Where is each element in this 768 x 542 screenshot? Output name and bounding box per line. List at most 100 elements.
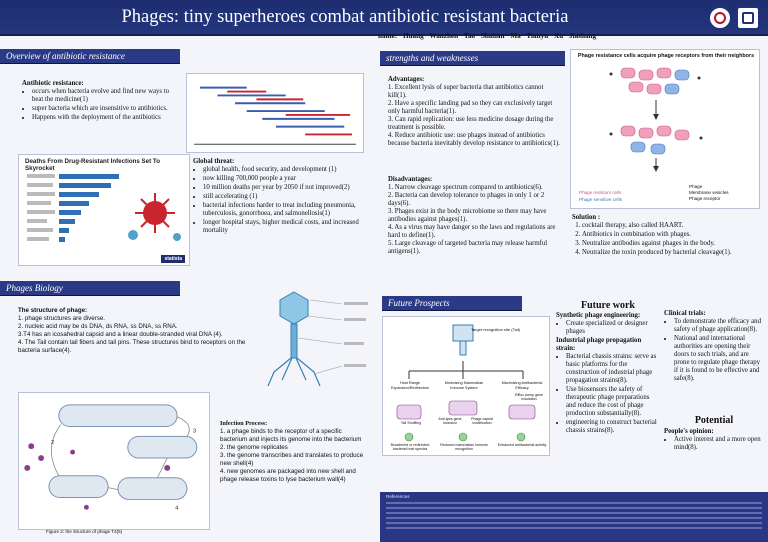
svg-text:2: 2 [51,440,54,446]
future-work-sub: Synthetic phage engineering: [556,312,641,319]
antibiotic-timeline-figure [186,73,364,153]
list-item: cocktail therapy, also called HAART. [582,222,762,230]
future-work-sub: Industrial phage propagation strain: [556,337,642,352]
crest-logo-icon [736,6,760,30]
poster-title: Phages: tiny superheroes combat antibiot… [121,7,569,27]
infographic-title: Deaths From Drug-Resistant Infections Se… [25,158,160,172]
resistance-heading: Antibiotic resistance: [22,80,84,87]
list-item: Neutralize antibodies against phages in … [582,240,762,248]
solution-block: Solution : cocktail therapy, also called… [572,214,762,258]
list-item: Bacterial chassis strains: serve as basi… [566,353,660,385]
disadvantages-heading: Disadvantages: [388,176,433,183]
structure-line: 3.T4 has an icosahedral capsid and a lin… [18,331,223,338]
solution-heading: Solution : [572,214,601,221]
future-work-heading: Future work [581,300,635,311]
resistance-figure-title: Phage resistance cells acquire phage rec… [577,53,755,59]
svg-text:3: 3 [193,428,197,434]
advantage-line: 3. Can rapid replication: use less medic… [388,116,554,131]
resistance-figure: Phage resistance cells acquire phage rec… [570,49,760,209]
future-fig-label: Enhanced antibacterial activity [497,443,547,447]
future-fig-top: Target recognition site (Tail) [471,327,520,332]
list-item: National and international authorities a… [674,335,764,383]
list-item: bacterial infections harder to treat inc… [203,202,363,218]
advantages-heading: Advantages: [388,76,425,83]
disadvantage-line: 5. Large cleavage of targeted bacteria m… [388,240,548,255]
list-item: Create specialized or designer phages [566,320,660,336]
reference-line [386,522,762,524]
list-item: global health, food security, and develo… [203,166,363,174]
list-item: Active interest and a more open mind(8). [674,436,764,452]
resistance-block: Antibiotic resistance: occurs when bacte… [22,80,172,123]
clinical-block: Clinical trials: To demonstrate the effi… [664,310,764,384]
clinical-heading: Clinical trials: [664,310,706,317]
future-fig-label: Reduced mammalian immune recognition [440,443,488,452]
infection-line: 4. new genomes are packaged into new she… [220,468,356,483]
advantages-block: Advantages: 1. Excellent lysis of super … [388,76,560,148]
potential-sub: People's opinion: [664,428,714,435]
disadvantage-line: 2. Bacteria can develop tolerance to pha… [388,192,545,207]
infection-line: 1. a phage binds to the receptor of a sp… [220,428,362,443]
statista-logo: statista [161,255,185,263]
reference-line [386,507,762,509]
engineering-figure: Target recognition site (Tail) Host Rang… [382,316,550,456]
title-band: Phages: tiny superheroes combat antibiot… [0,0,768,36]
structure-heading: The structure of phage: [18,307,88,314]
list-item: still accelerating (1) [203,193,363,201]
legend-item: Phage sensitive cells [579,197,622,202]
future-fig-col: Minimizing Mammalian Immune System [444,381,484,390]
disadvantage-line: 1. Narrow cleavage spectrum compared to … [388,184,543,191]
university-logo-icon [708,6,732,30]
advantage-line: 1. Excellent lysis of super bacteria tha… [388,84,544,99]
infection-line: 2. the genome replicates [220,444,288,451]
threat-block: Global threat: global health, food secur… [193,158,363,236]
references-footer: References [380,492,768,542]
section-biology: Phages Biology [0,281,180,296]
reference-line [386,527,762,529]
engineering-diagram [396,324,536,442]
future-fig-label: Phage capsid modification [471,417,493,426]
list-item: Neutralize the toxin produced by bacteri… [582,249,762,257]
list-item: engineering to construct bacterial chass… [566,419,660,435]
advantage-line: 4. Reduce antibiotic use: use phages ins… [388,132,560,147]
future-fig-col: Maximizing Antibacterial Efficacy [501,381,543,390]
bacteria-illustration [128,193,181,241]
future-fig-label: Efflux pump gene insulation [515,393,543,402]
section-overview: Overview of antibiotic resistance [0,49,180,64]
list-item: Use biosensors the safety of therapeutic… [566,386,660,418]
structure-block: The structure of phage: 1. phage structu… [18,307,258,355]
infographic-bar-chart [27,174,119,242]
disadvantages-block: Disadvantages: 1. Narrow cleavage spectr… [388,176,560,256]
infection-line: 3. the genome transcribes and translates… [220,452,364,467]
cell-diagram [609,67,703,172]
structure-line: 2. nucleic acid may be ds DNA, ds RNA, s… [18,323,178,330]
list-item: super bacteria which are insensitive to … [32,105,172,113]
list-item: Happens with the deployment of the antib… [32,114,172,122]
disadvantage-line: 3. Phages exist in the body microbiome s… [388,208,547,223]
phage-structure-diagram [267,291,368,387]
list-item: 10 million deaths per year by 2050 if no… [203,184,363,192]
infection-block: Infection Process: 1. a phage binds to t… [220,420,370,484]
future-fig-label: Tail Shuffling [400,421,422,425]
section-strengths: strengths and weaknesses [380,51,565,66]
legend-item: Membrane vesicles [689,190,729,195]
list-item: To demonstrate the efficacy and safety o… [674,318,764,334]
references-label: References [386,494,410,499]
future-fig-col: Host Range Expansion/Redirection [391,381,429,390]
disadvantage-line: 4. As a virus may have danger so the law… [388,224,556,239]
future-fig-label: Anti-lysis gene inclusion [438,417,462,426]
figure-caption: Figure 2: the structure of phage T4(5) [46,529,123,534]
legend-item: Phage receptor [689,196,721,201]
reference-line [386,517,762,519]
future-work-block: Synthetic phage engineering: Create spec… [556,312,660,436]
potential-block: People's opinion: Active interest and a … [664,428,764,453]
reference-line [386,502,762,504]
legend-item: Phage [689,184,703,189]
svg-text:4: 4 [175,505,179,511]
list-item: now killing 700,000 people a year [203,175,363,183]
infection-cycle-diagram: 2 3 4 [18,392,210,530]
authors: name: Huang Wanzhen Tao Shuhan Ma Tianyu… [378,32,597,40]
legend-item: Phage resistant cells [579,190,622,195]
structure-line: 4. The Tail contain tail fibers and tail… [18,339,246,354]
list-item: occurs when bacteria evolve and find new… [32,88,172,104]
potential-heading: Potential [694,415,734,426]
